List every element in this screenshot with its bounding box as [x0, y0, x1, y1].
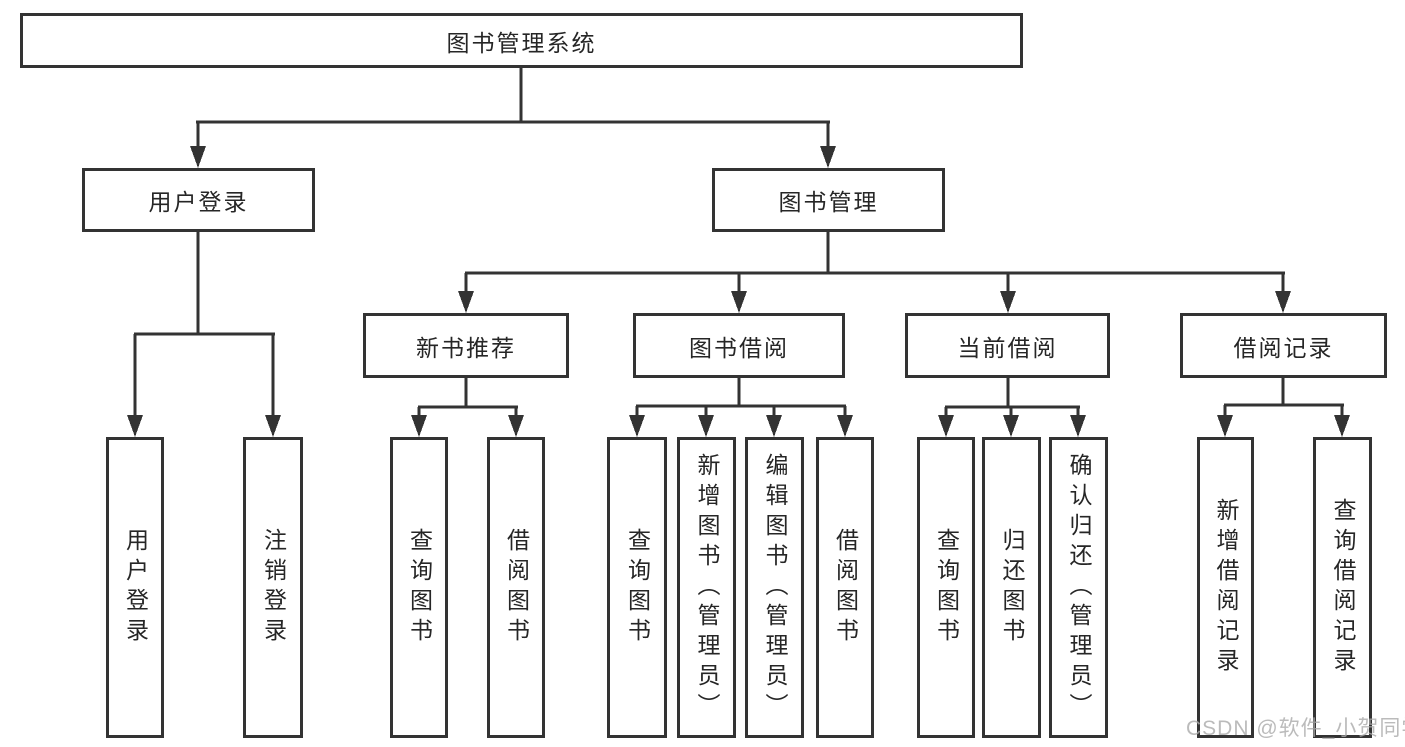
- node-current-borrow: 当前借阅: [905, 313, 1110, 378]
- csdn-watermark: CSDN @软件_小贺同学: [1186, 717, 1405, 740]
- connector-root-to-level2: [190, 66, 836, 168]
- node-label: 图书管理: [778, 189, 879, 215]
- arrow-down-icon: [731, 291, 747, 313]
- leaf-add-book-admin: 新增图书（管理员）: [677, 437, 736, 738]
- arrow-down-icon: [1003, 415, 1019, 437]
- leaf-return-books: 归还图书: [982, 437, 1041, 738]
- node-label: 新增借阅记录: [1213, 497, 1239, 678]
- arrow-down-icon: [629, 415, 645, 437]
- leaf-borrow-books-recommend: 借阅图书: [487, 437, 545, 738]
- arrow-down-icon: [265, 415, 281, 437]
- connector-current-borrow-children: [938, 376, 1086, 437]
- node-label: 用户登录: [122, 527, 149, 648]
- node-label: 借阅图书: [503, 527, 530, 648]
- leaf-borrow-books: 借阅图书: [816, 437, 874, 738]
- arrow-down-icon: [1000, 291, 1016, 313]
- connector-book-borrow-children: [629, 376, 853, 437]
- node-label: 图书借阅: [689, 334, 789, 361]
- arrow-down-icon: [190, 146, 206, 168]
- leaf-add-borrow-record: 新增借阅记录: [1197, 437, 1254, 738]
- leaf-edit-book-admin: 编辑图书（管理员）: [745, 437, 804, 738]
- arrow-down-icon: [1334, 415, 1350, 437]
- node-label: 新书推荐: [416, 334, 516, 361]
- arrow-down-icon: [1217, 415, 1233, 437]
- node-label: 新增图书（管理员）: [694, 452, 720, 723]
- node-label: 查询图书: [406, 527, 433, 648]
- node-root-library-system: 图书管理系统: [20, 13, 1023, 68]
- leaf-user-login: 用户登录: [106, 437, 164, 738]
- node-label: 借阅图书: [832, 527, 859, 648]
- node-book-management: 图书管理: [712, 168, 945, 232]
- arrow-down-icon: [458, 291, 474, 313]
- node-label: 借阅记录: [1233, 334, 1334, 361]
- node-label: 归还图书: [999, 527, 1025, 648]
- leaf-query-borrow-record: 查询借阅记录: [1313, 437, 1372, 738]
- connector-borrow-records-children: [1217, 376, 1350, 437]
- arrow-down-icon: [766, 415, 782, 437]
- arrow-down-icon: [837, 415, 853, 437]
- node-label: 确认归还（管理员）: [1066, 452, 1092, 723]
- node-label: 查询图书: [624, 527, 651, 648]
- connector-new-book-recommend-children: [411, 376, 524, 437]
- node-label: 查询借阅记录: [1330, 497, 1356, 678]
- arrow-down-icon: [1070, 415, 1086, 437]
- arrow-down-icon: [411, 415, 427, 437]
- node-label: 当前借阅: [957, 334, 1058, 361]
- leaf-confirm-return-admin: 确认归还（管理员）: [1049, 437, 1108, 738]
- node-label: 图书管理系统: [446, 29, 597, 56]
- node-book-borrow: 图书借阅: [633, 313, 845, 378]
- node-label: 编辑图书（管理员）: [762, 452, 788, 723]
- node-label: 查询图书: [933, 527, 960, 648]
- leaf-logout: 注销登录: [243, 437, 303, 738]
- arrow-down-icon: [508, 415, 524, 437]
- arrow-down-icon: [127, 415, 143, 437]
- leaf-query-books-current: 查询图书: [917, 437, 975, 738]
- node-label: 注销登录: [260, 527, 287, 648]
- arrow-down-icon: [820, 146, 836, 168]
- leaf-query-books-recommend: 查询图书: [390, 437, 448, 738]
- node-borrow-records: 借阅记录: [1180, 313, 1387, 378]
- arrow-down-icon: [1275, 291, 1291, 313]
- leaf-query-books-borrow: 查询图书: [607, 437, 667, 738]
- node-label: 用户登录: [148, 189, 249, 215]
- node-user-login: 用户登录: [82, 168, 315, 232]
- arrow-down-icon: [938, 415, 954, 437]
- connector-book-management-children: [458, 230, 1291, 313]
- node-new-book-recommend: 新书推荐: [363, 313, 569, 378]
- arrow-down-icon: [698, 415, 714, 437]
- connector-user-login-children: [127, 230, 281, 437]
